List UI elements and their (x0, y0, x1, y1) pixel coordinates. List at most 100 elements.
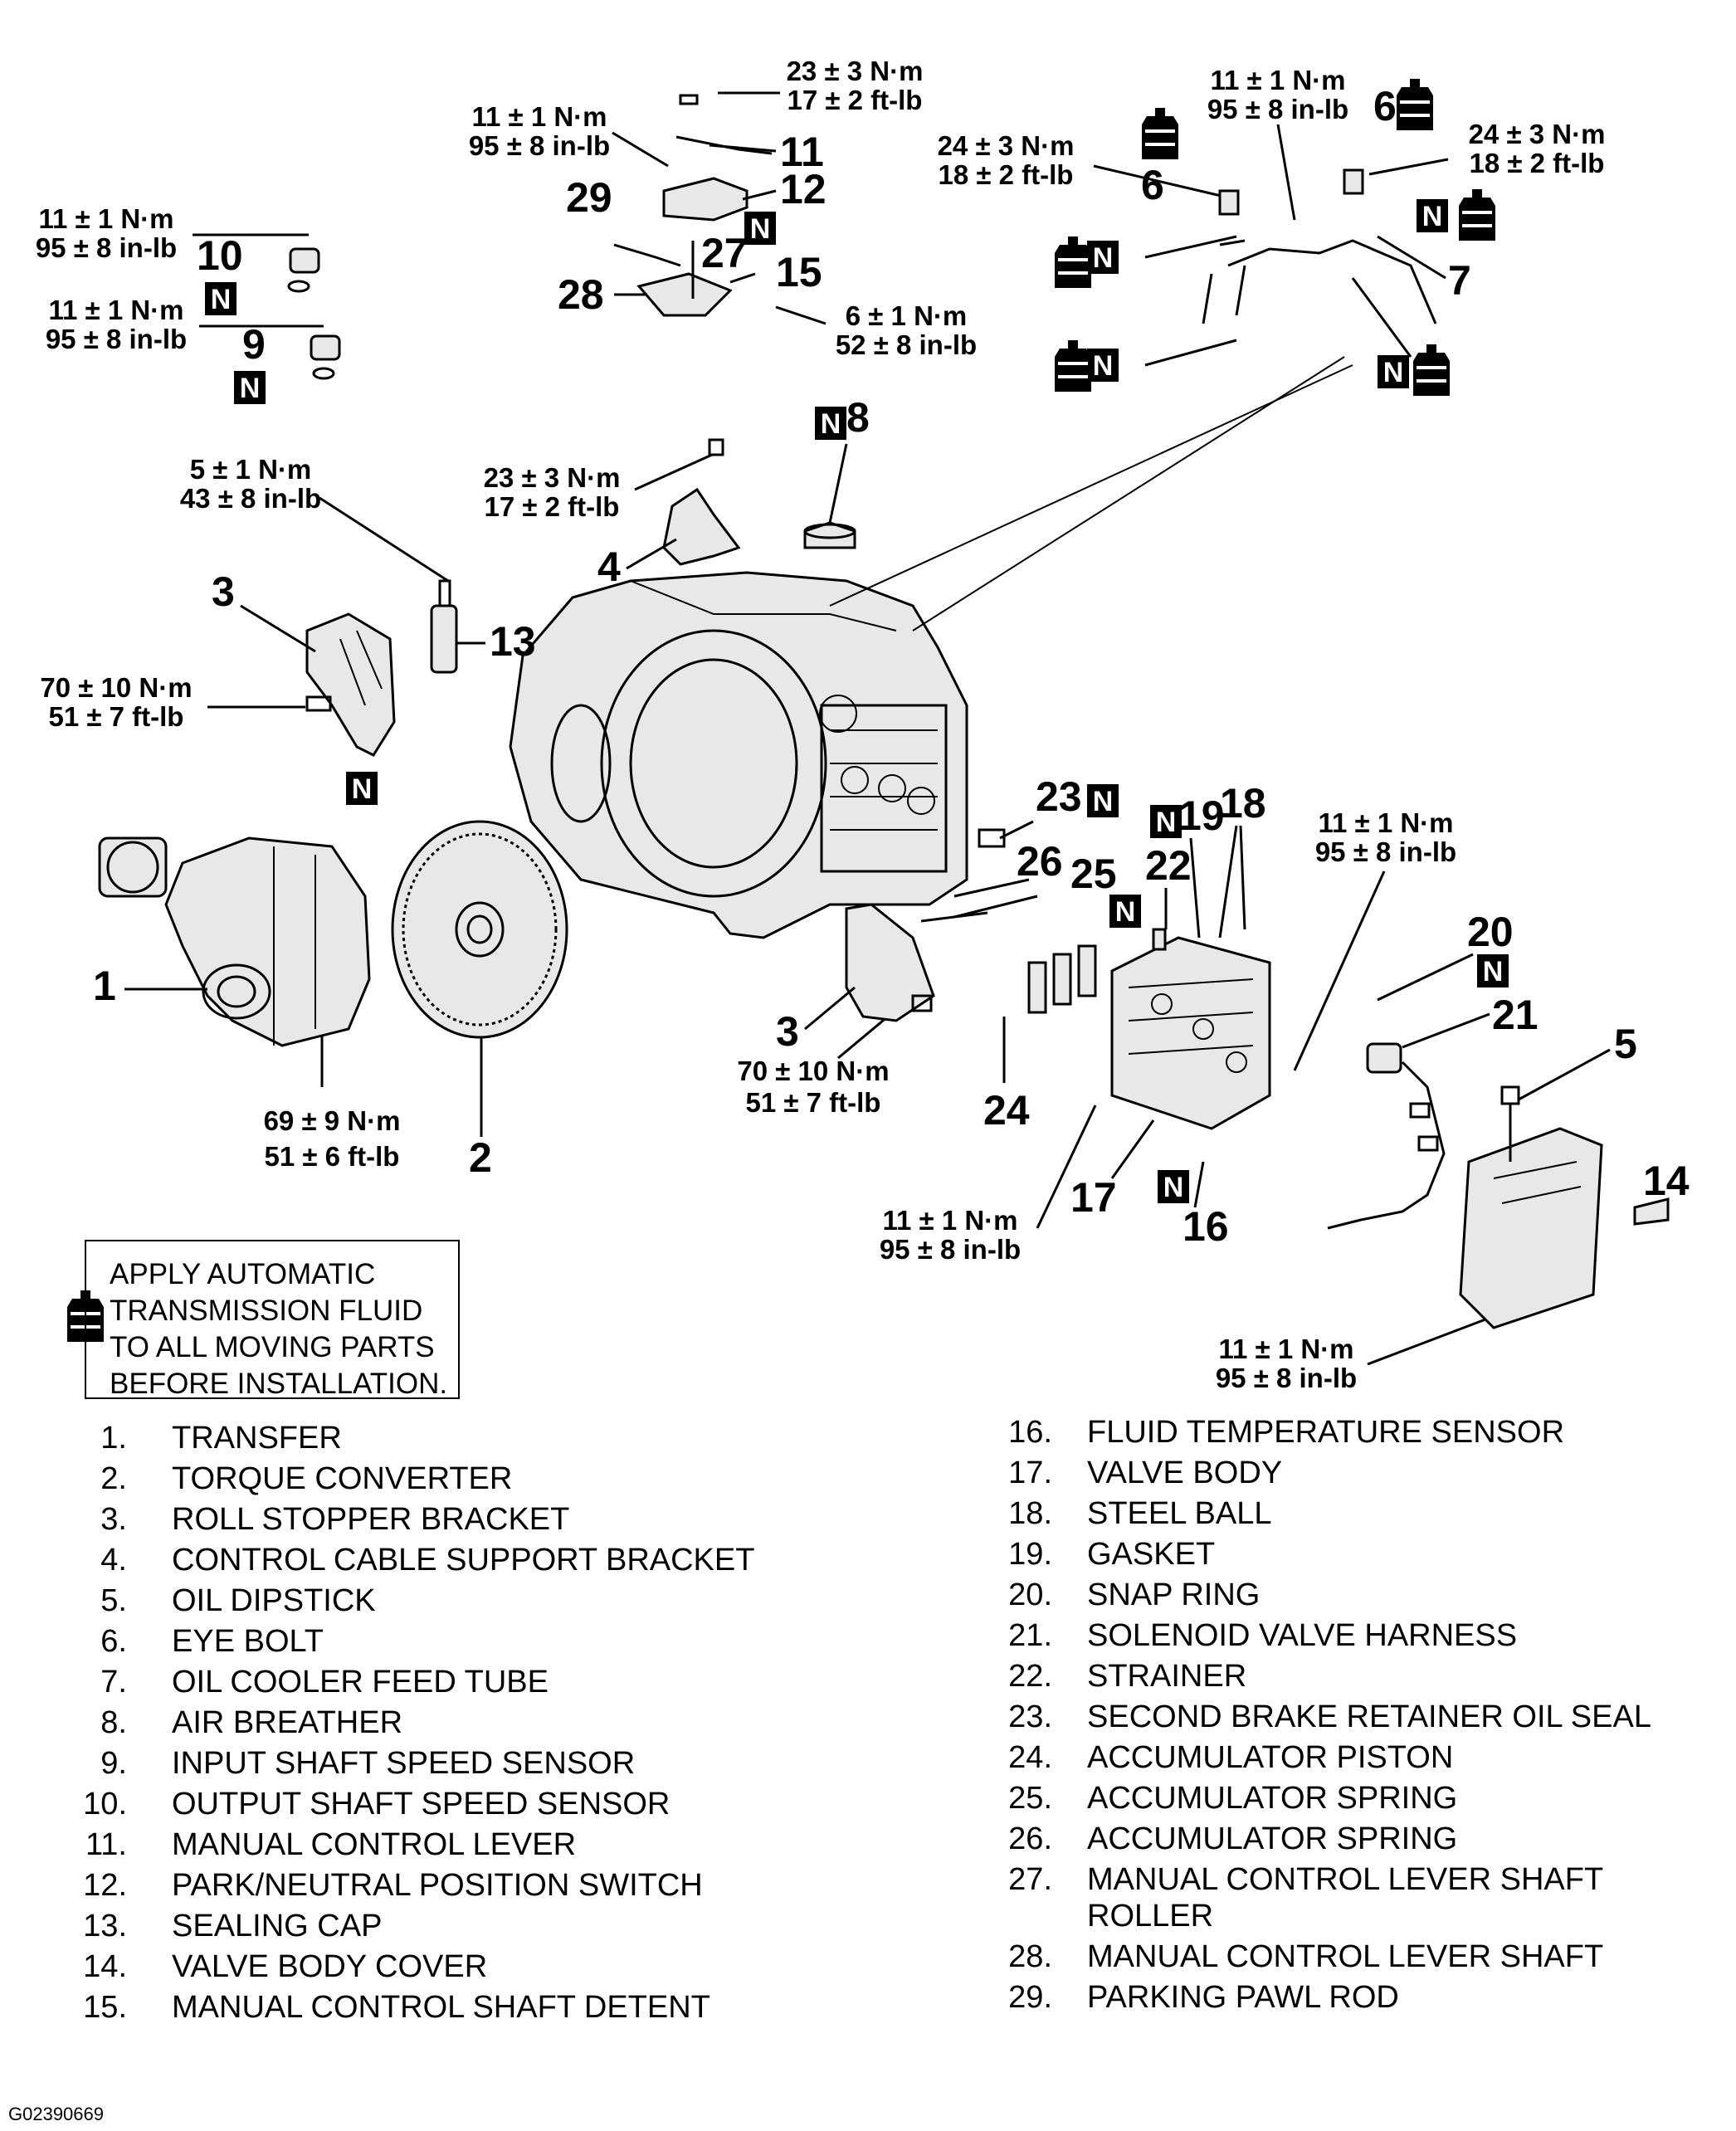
seal-badge-label: N (1093, 350, 1114, 382)
callout-5: 5 (1614, 1021, 1637, 1067)
legend-item: 19.GASKET (1008, 1537, 1215, 1572)
torque-label: 70 ± 10 N·m 51 ± 7 ft-lb (737, 1056, 889, 1118)
legend-name: ROLL STOPPER BRACKET (172, 1502, 569, 1537)
torque-metric: 11 ± 1 N·m (38, 203, 173, 234)
atf-bottle-icon (1055, 237, 1091, 288)
seal-badge: N (234, 371, 266, 404)
torque-label: 23 ± 3 N·m 17 ± 2 ft-lb (787, 56, 924, 115)
atf-bottle-icon (1459, 189, 1495, 241)
legend-item: 4.CONTROL CABLE SUPPORT BRACKET (100, 1543, 754, 1578)
callout-27: 27 (701, 230, 748, 276)
control-cable-support-bracket (662, 438, 741, 566)
torque-converter (391, 820, 568, 1039)
callout-18: 18 (1220, 780, 1266, 827)
legend-item: 9.INPUT SHAFT SPEED SENSOR (100, 1746, 635, 1781)
seal-badge-label: N (352, 773, 373, 805)
seal-badge: N (1158, 1170, 1189, 1203)
torque-metric: 11 ± 1 N·m (882, 1205, 1017, 1236)
solenoid-valve-harness (1327, 1042, 1446, 1230)
seal-badge-label: N (1483, 956, 1504, 987)
torque-imperial: 43 ± 8 in-lb (180, 483, 321, 514)
legend-number: 3. (100, 1502, 127, 1537)
atf-bottle-icon (1397, 79, 1433, 130)
callout-20: 20 (1467, 909, 1514, 955)
legend-number: 23. (1008, 1699, 1052, 1734)
callout-26: 26 (1017, 838, 1063, 885)
accumulator-parts (920, 828, 1097, 1014)
legend-number: 6. (100, 1624, 127, 1659)
torque-label: 70 ± 10 N·m 51 ± 7 ft-lb (40, 672, 192, 732)
seal-badge-label: N (240, 373, 261, 404)
manual-control-assembly (613, 94, 773, 317)
roll-stopper-bracket-lower (845, 903, 935, 1022)
seal-badge: N (1150, 805, 1182, 838)
torque-label: 11 ± 1 N·m 95 ± 8 in-lb (1207, 65, 1348, 124)
seal-badge-label: N (1093, 786, 1114, 817)
torque-imperial: 95 ± 8 in-lb (469, 130, 610, 161)
legend-number: 21. (1008, 1618, 1052, 1653)
legend-number: 15. (83, 1990, 127, 2025)
legend-name: EYE BOLT (172, 1624, 324, 1659)
callout-numbers: 1 2 3 3 4 5 6 6 7 8 9 10 11 12 13 14 15 … (93, 83, 1690, 1250)
seal-badges: N N N N N N N N N N N N N N (205, 199, 1509, 1203)
legend-name: SOLENOID VALVE HARNESS (1087, 1618, 1517, 1653)
seal-badge: N (815, 407, 846, 440)
legend-number: 8. (100, 1705, 127, 1740)
torque-metric: 24 ± 3 N·m (938, 130, 1075, 161)
callout-29: 29 (566, 174, 612, 221)
legend-name: OIL DIPSTICK (172, 1583, 376, 1618)
legend-name: VALVE BODY (1087, 1456, 1282, 1490)
legend-number: 13. (83, 1909, 127, 1943)
torque-metric: 70 ± 10 N·m (40, 672, 192, 703)
legend-number: 4. (100, 1543, 127, 1578)
torque-label: 69 ± 9 N·m 51 ± 6 ft-lb (264, 1105, 401, 1172)
legend-name: GASKET (1087, 1537, 1215, 1572)
torque-label: 23 ± 3 N·m 17 ± 2 ft-lb (484, 462, 621, 522)
torque-label: 11 ± 1 N·m 95 ± 8 in-lb (880, 1205, 1021, 1265)
legend-name: TRANSFER (172, 1421, 342, 1456)
callout-19: 19 (1178, 792, 1225, 839)
legend-item: 28.MANUAL CONTROL LEVER SHAFT (1008, 1939, 1603, 1974)
torque-imperial: 95 ± 8 in-lb (1207, 94, 1348, 124)
atf-note-box: APPLY AUTOMATIC TRANSMISSION FLUID TO AL… (85, 1240, 460, 1400)
legend-item: 14.VALVE BODY COVER (83, 1949, 487, 1984)
legend-item: 12. PARK/NEUTRAL POSITION SWITCH (83, 1868, 703, 1903)
note-line: TO ALL MOVING PARTS (110, 1331, 435, 1363)
torque-label: 24 ± 3 N·m 18 ± 2 ft-lb (938, 130, 1075, 190)
note-line: BEFORE INSTALLATION. (110, 1368, 447, 1400)
legend-name: PARK/NEUTRAL POSITION SWITCH (172, 1868, 703, 1903)
seal-badge: N (1378, 355, 1409, 388)
torque-imperial: 95 ± 8 in-lb (880, 1234, 1021, 1265)
seal-badge: N (1087, 349, 1119, 382)
legend-item: 23.SECOND BRAKE RETAINER OIL SEAL (1008, 1699, 1651, 1734)
torque-imperial: 18 ± 2 ft-lb (939, 159, 1074, 190)
output-shaft-speed-sensor (287, 247, 320, 293)
torque-imperial: 51 ± 7 ft-lb (746, 1087, 881, 1118)
legend-name: PARKING PAWL ROD (1087, 1980, 1399, 2015)
seal-badge: N (1109, 895, 1141, 928)
callout-23: 23 (1036, 773, 1082, 820)
callout-6-right: 6 (1373, 83, 1397, 129)
atf-bottle-icon (1055, 340, 1091, 392)
seal-badge: N (1417, 199, 1448, 232)
leader-lines (193, 91, 1486, 1366)
legend-item: 7.OIL COOLER FEED TUBE (100, 1665, 549, 1699)
legend-number: 1. (100, 1421, 127, 1456)
callout-17: 17 (1070, 1174, 1117, 1221)
torque-metric: 5 ± 1 N·m (190, 454, 312, 485)
legend-item: 20.SNAP RING (1008, 1578, 1260, 1612)
legend-number: 12. (83, 1868, 127, 1903)
torque-imperial: 17 ± 2 ft-lb (485, 491, 620, 522)
callout-13: 13 (490, 618, 536, 665)
seal-badge-label: N (1383, 357, 1404, 388)
seal-badge-label: N (1093, 242, 1114, 274)
seal-badge: N (744, 212, 776, 245)
legend-name: MANUAL CONTROL LEVER SHAFT (1087, 1939, 1603, 1974)
legend-number: 22. (1008, 1659, 1052, 1694)
torque-labels: 23 ± 3 N·m 17 ± 2 ft-lb 11 ± 1 N·m 95 ± … (36, 56, 1606, 1393)
legend-number: 2. (100, 1461, 127, 1496)
legend-item: 29.PARKING PAWL ROD (1008, 1980, 1399, 2015)
legend-name: TORQUE CONVERTER (172, 1461, 512, 1496)
torque-metric: 11 ± 1 N·m (1318, 807, 1453, 838)
